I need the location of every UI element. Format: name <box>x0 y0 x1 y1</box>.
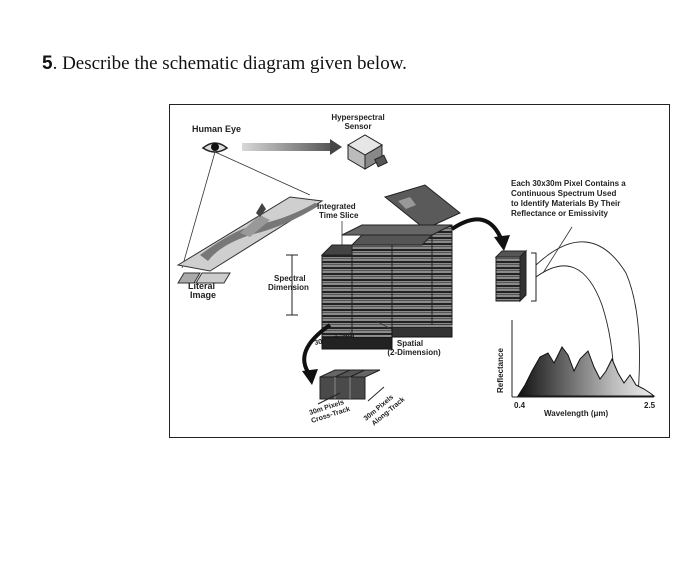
wavelength-max-label: 2.5 <box>644 401 656 410</box>
column-bracket <box>531 252 537 302</box>
cone-line-right <box>214 151 311 196</box>
spatial-label-1: Spatial <box>397 339 423 348</box>
sensor-label-1: Hyperspectral <box>331 113 384 122</box>
wavelength-label: Wavelength (μm) <box>544 409 608 418</box>
question-text: 5. Describe the schematic diagram given … <box>42 53 407 75</box>
sensor-label-2: Sensor <box>344 122 371 131</box>
along-track-indicator <box>367 386 385 402</box>
literal-label-1: Literal <box>188 281 215 291</box>
spectrum-curve-outer <box>535 241 640 396</box>
wavelength-min-label: 0.4 <box>514 401 526 410</box>
literal-image <box>176 196 324 284</box>
note-pointer <box>542 226 573 274</box>
literal-label-2: Image <box>190 290 216 300</box>
integrated-label-2: Time Slice <box>319 211 359 220</box>
pixel-column <box>494 249 528 303</box>
spectral-label-2: Dimension <box>268 283 309 292</box>
spatial-label-2: (2-Dimension) <box>387 348 441 357</box>
spectral-label-1: Spectral <box>274 274 306 283</box>
integrated-label-1: Integrated <box>317 202 356 211</box>
pixel-note-line-3: to Identify Materials By Their <box>511 199 620 208</box>
pixel-note-line-1: Each 30x30m Pixel Contains a <box>511 179 626 188</box>
camera-icon <box>347 134 388 170</box>
cone-line-left <box>181 151 216 269</box>
beam-arrowhead <box>330 139 342 155</box>
human-eye-label: Human Eye <box>192 124 241 134</box>
eye-icon <box>201 142 229 153</box>
cross-track-indicator <box>317 392 341 405</box>
pixel-note-line-2: Continuous Spectrum Used <box>511 189 616 198</box>
reflectance-label: Reflectance <box>496 348 505 393</box>
reflectance-spectrum <box>517 346 656 397</box>
schematic-diagram: Human Eye Hyperspectral Sensor Literal I… <box>176 113 656 428</box>
view-beam <box>242 143 332 151</box>
pixel-note-line-4: Reflectance or Emissivity <box>511 209 608 218</box>
column-arrow <box>450 217 504 242</box>
pixel-grid <box>319 369 381 400</box>
schematic-figure: Human Eye Hyperspectral Sensor Literal I… <box>169 104 670 438</box>
hyperspectral-cube <box>320 184 461 350</box>
spatial-pointer <box>375 320 403 336</box>
question-number: 5 <box>42 53 53 74</box>
question-prompt: . Describe the schematic diagram given b… <box>52 53 407 74</box>
